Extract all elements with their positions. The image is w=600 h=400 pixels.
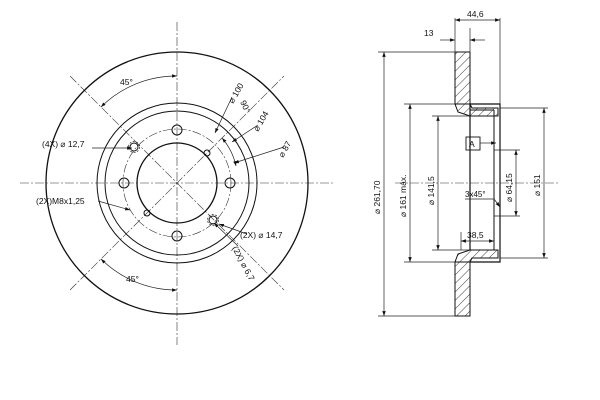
hat-outer-circle xyxy=(96,102,258,264)
bolt-hole xyxy=(224,177,236,189)
label-diameter-141: ⌀ 141,5 xyxy=(426,176,436,205)
bolt-hole xyxy=(171,230,183,242)
small-hole xyxy=(203,149,211,157)
bolt-hole xyxy=(171,124,183,136)
leader-bore xyxy=(231,124,259,143)
label-diameter-64: ⌀ 64,15 xyxy=(504,173,514,202)
section-friction-ring-bottom xyxy=(454,261,471,317)
section-hat-profile xyxy=(469,103,501,263)
label-holes-14-7: (2X) ⌀ 14,7 xyxy=(240,230,283,240)
section-hat-bottom xyxy=(454,249,499,263)
threaded-hole xyxy=(129,142,139,152)
label-angle-bottom: 45° xyxy=(126,274,139,284)
label-outer-diameter: ⌀ 261,70 xyxy=(372,180,382,214)
label-chamfer: 3x45° xyxy=(465,190,486,199)
leader-hub xyxy=(233,146,285,164)
bolt-hole xyxy=(118,177,130,189)
leader-14-7 xyxy=(218,223,248,235)
label-thread: (2X)M8x1,25 xyxy=(36,196,85,206)
hat-inner-circle xyxy=(104,110,250,256)
bolt-holes xyxy=(118,124,236,242)
leader-pcd xyxy=(214,96,233,134)
leader-chamfer-arrow xyxy=(493,198,501,208)
threaded-hole-thread xyxy=(207,214,219,226)
pcd-circle xyxy=(122,128,232,238)
disc-outer-circle xyxy=(45,51,309,315)
aux-holes xyxy=(128,141,219,226)
label-diameter-151: ⌀ 151 xyxy=(532,174,542,196)
angle-arc-bottom xyxy=(100,258,178,292)
label-overall-width: 44,6 xyxy=(467,9,484,19)
threaded-hole xyxy=(208,215,218,225)
small-hole xyxy=(143,209,151,217)
leader-thread xyxy=(97,200,131,211)
section-view: A 44,6 13 ⌀ 261,70 ⌀ 161 máx. ⌀ 141,5 ⌀ … xyxy=(372,9,560,317)
label-depth: 38,5 xyxy=(467,230,484,240)
datum-label: A xyxy=(469,139,475,149)
angle-arc-right xyxy=(221,137,237,167)
angle-arc-top xyxy=(100,74,178,108)
center-line-diagonal-2 xyxy=(69,75,285,291)
label-bolt-holes: (4X) ⌀ 12,7 xyxy=(42,139,85,149)
front-view: (4X) ⌀ 12,7 (2X)M8x1,25 45° 45° 90° ⌀ 10… xyxy=(20,22,335,345)
center-bore-circle xyxy=(136,142,218,224)
label-max-diameter: ⌀ 161 máx. xyxy=(398,175,408,217)
leader-6-7 xyxy=(213,222,239,247)
label-angle-right: 90° xyxy=(238,99,252,115)
datum-box xyxy=(465,136,481,151)
section-friction-ring-top xyxy=(454,51,471,105)
label-disc-thickness: 13 xyxy=(424,28,434,38)
threaded-hole-thread xyxy=(128,141,140,153)
label-hub: ⌀ 87 xyxy=(276,139,293,159)
label-bore: ⌀ 104 xyxy=(251,109,271,133)
label-angle-top: 45° xyxy=(120,77,133,87)
